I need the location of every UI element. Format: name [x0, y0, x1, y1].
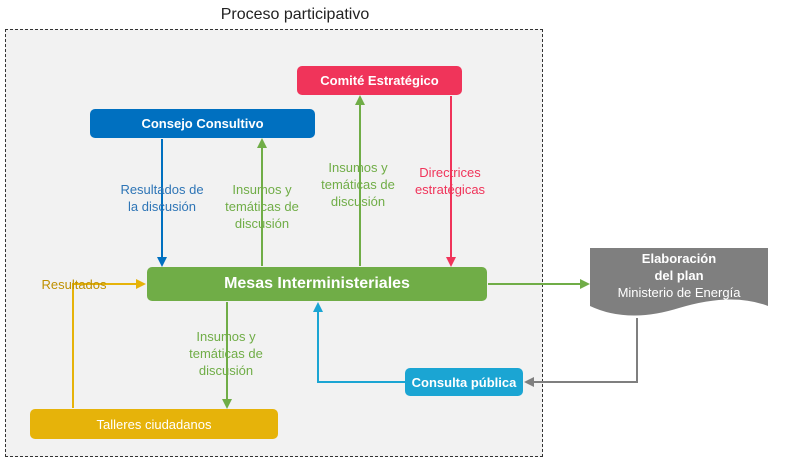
arrow-consulta-to-mesas: [313, 302, 405, 383]
node-consejo-consultivo[interactable]: Consejo Consultivo: [90, 109, 315, 138]
node-consulta-publica[interactable]: Consulta pública: [405, 368, 523, 396]
document-shape: [590, 248, 768, 316]
arrow-talleres-resultados: [72, 279, 146, 408]
document-line-2: del plan: [654, 268, 704, 283]
label-directrices: Directrices estratégicas: [400, 164, 500, 198]
node-comite-estrategico[interactable]: Comité Estratégico: [297, 66, 462, 95]
label-line: Resultados de: [120, 182, 204, 197]
label-resultados-discusion: Resultados de la discusión: [112, 181, 212, 215]
label-line: temáticas de: [225, 199, 299, 214]
label-line: la discusión: [128, 199, 196, 214]
label-resultados: Resultados: [41, 277, 107, 292]
frame-title: Proceso participativo: [220, 6, 370, 23]
label-line: discusión: [330, 194, 386, 209]
node-mesas-interministeriales[interactable]: Mesas Interministeriales: [147, 267, 487, 301]
document-line-1: Elaboración: [641, 251, 717, 266]
label-line: Insumos y: [328, 160, 388, 175]
label-insumos-comite: Insumos y temáticas de discusión: [308, 159, 408, 210]
node-elaboracion-plan[interactable]: Elaboración del plan Ministerio de Energ…: [590, 250, 768, 301]
label-line: temáticas de: [189, 346, 263, 361]
label-line: discusión: [234, 216, 290, 231]
node-talleres-ciudadanos[interactable]: Talleres ciudadanos: [30, 409, 278, 439]
label-line: Directrices: [419, 165, 481, 180]
document-line-3: Ministerio de Energía: [617, 285, 741, 300]
label-line: discusión: [198, 363, 254, 378]
arrow-document-to-consulta: [524, 318, 638, 387]
label-line: temáticas de: [321, 177, 395, 192]
label-line: Insumos y: [196, 329, 256, 344]
label-line: estratégicas: [414, 182, 486, 197]
label-insumos-consejo: Insumos y temáticas de discusión: [212, 181, 312, 232]
label-line: Insumos y: [232, 182, 292, 197]
label-insumos-talleres: Insumos y temáticas de discusión: [176, 328, 276, 379]
